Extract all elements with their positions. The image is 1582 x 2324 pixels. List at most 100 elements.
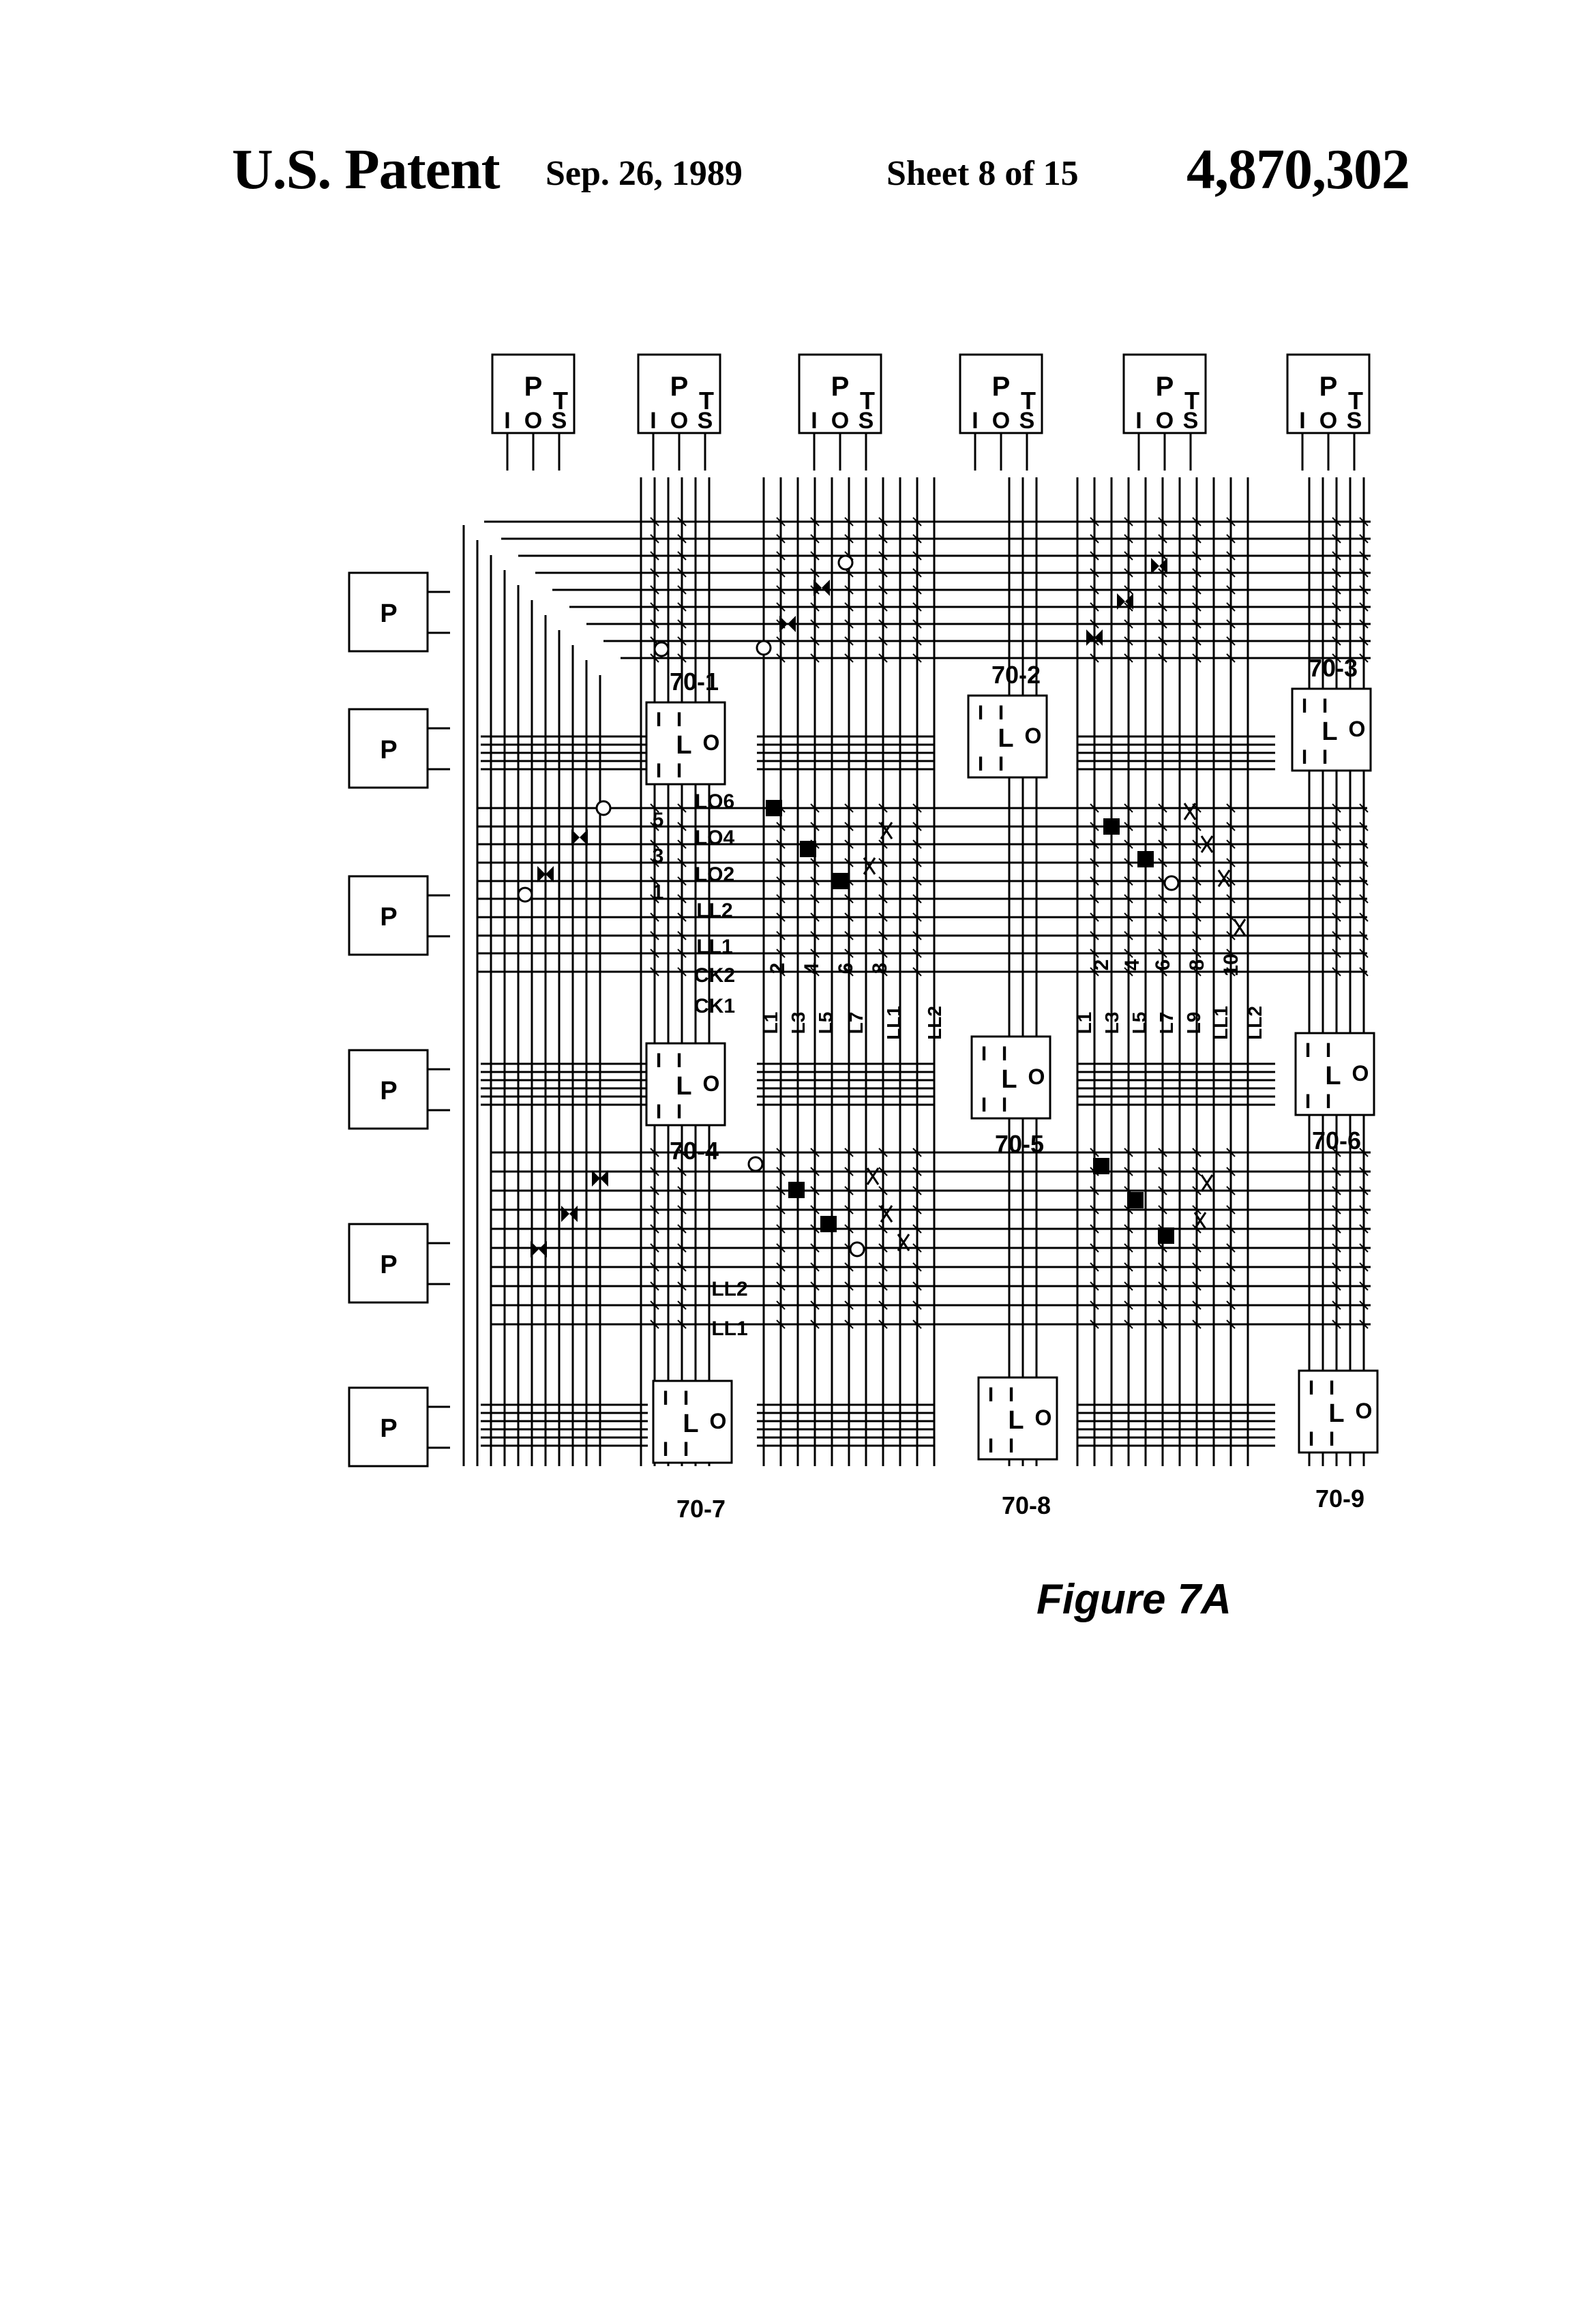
switch-tick [844,1186,854,1195]
switch-tick [1192,1320,1202,1329]
column-number: 2 [1090,959,1113,971]
switch-tick [1192,619,1202,629]
switch-tick [1192,534,1202,543]
switch-tick [1124,551,1133,561]
switch-tick [844,1205,854,1215]
switch-tick [1090,585,1099,595]
switch-tick [650,949,659,958]
switch-x [866,1167,880,1185]
switch-tick [776,949,786,958]
column-number: 4 [801,962,823,974]
top-pad-letter-t: T [1184,387,1199,415]
logic-block-box [1298,1369,1379,1454]
row-number: 3 [653,845,664,867]
switch-tick [844,534,854,543]
switch-tick [1226,568,1236,578]
logic-block-pin: I [1326,1090,1331,1113]
switch-tick [912,636,922,646]
logic-block-pin: I [1329,1377,1334,1399]
top-pad-pin-label: O [992,408,1010,434]
column-number: 4 [1121,959,1144,970]
top-pad-pin-label: S [1347,408,1362,434]
switch-tick [810,1148,820,1157]
top-pad-letter-p: P [1156,372,1174,402]
pass-transistor-switch [1158,1227,1174,1244]
switch-tick [844,619,854,629]
switch-tick [1124,619,1133,629]
switch-tick [1124,876,1133,886]
switch-tick [1090,967,1099,977]
switch-tick [1226,1281,1236,1291]
left-pad: P [348,1223,450,1304]
switch-tick [1226,602,1236,612]
top-pad-pin-label: O [831,408,849,434]
switch-tick [776,894,786,904]
switch-tick [1192,517,1202,526]
switch-tick [878,551,888,561]
switch-tick [1124,1243,1133,1253]
switch-tick [1124,1281,1133,1291]
switch-tick [1226,1320,1236,1329]
top-pad-pin-label: I [972,408,978,434]
switch-tick [1090,912,1099,922]
top-pad-letter-p: P [831,372,850,402]
switch-tick [1124,517,1133,526]
logic-block-pin: I [981,1043,987,1065]
switch-tick [776,1243,786,1253]
top-pad-box [1122,353,1207,434]
connection-circle [1163,875,1180,891]
row-label-lo6: LO6 [695,790,734,813]
logic-block-pin: I [656,1049,661,1072]
switch-tick [844,822,854,831]
switch-tick [1192,1262,1202,1272]
switch-tick [650,967,659,977]
switch-tick [1332,822,1341,831]
switch-tick [650,1243,659,1253]
switch-tick [912,858,922,867]
switch-tick [912,517,922,526]
switch-tick [912,1300,922,1310]
switch-tick [912,1262,922,1272]
patent-date: Sep. 26, 1989 [546,154,743,193]
switch-tick [1226,585,1236,595]
switch-tick [878,636,888,646]
switch-tick [1226,1243,1236,1253]
switch-tick [810,876,820,886]
logic-block-pin: I [1305,1039,1311,1062]
pass-transistor-switch [800,841,816,857]
switch-tick [1124,1262,1133,1272]
switch-tick [1192,894,1202,904]
top-pad-pin-label: O [524,408,542,434]
switch-tick [1192,931,1202,940]
switch-tick [1192,967,1202,977]
switch-tick [776,1186,786,1195]
left-pad-box [348,1386,429,1468]
switch-tick [650,534,659,543]
switch-tick [1359,822,1369,831]
logic-block-box [977,1376,1058,1461]
switch-tick [1332,931,1341,940]
top-pad-pin-label: S [698,408,713,434]
switch-tick [810,1224,820,1234]
switch-tick [810,1300,820,1310]
switch-tick [912,1186,922,1195]
switch-tick [1158,619,1167,629]
switch-tick [776,931,786,940]
top-pad-pin-label: O [1319,408,1337,434]
switch-tick [912,949,922,958]
patent-label: U.S. Patent [232,138,501,201]
connection-circle [517,887,533,903]
row-label-ll1: LL1 [696,936,732,958]
row-number: 1 [653,881,664,904]
switch-tick [1158,1148,1167,1157]
logic-block-label: 70-7 [676,1495,726,1523]
switch-tick [1124,1300,1133,1310]
column-number: 6 [835,963,857,974]
switch-tick [1192,653,1202,663]
switch-tick [1090,1262,1099,1272]
switch-tick [1192,1281,1202,1291]
switch-tick [1359,1148,1369,1157]
switch-tick [1090,839,1099,849]
switch-tick [677,1243,687,1253]
logic-block-pin: I [998,702,1004,724]
